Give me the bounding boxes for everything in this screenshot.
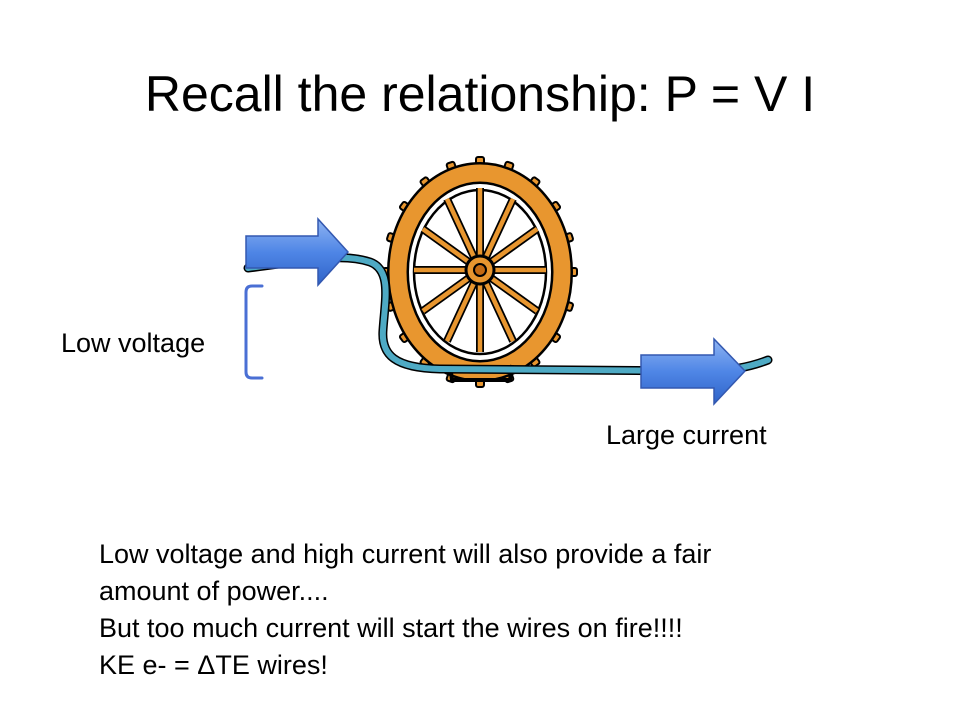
large-current-label: Large current bbox=[606, 420, 767, 450]
water-wheel-icon bbox=[382, 156, 578, 388]
slide-title: Recall the relationship: P = V I bbox=[144, 66, 816, 122]
right-arrow-icon bbox=[245, 217, 350, 287]
body-line: Low voltage and high current will also p… bbox=[99, 539, 712, 569]
body-line: But too much current will start the wire… bbox=[99, 613, 683, 643]
body-line: amount of power.... bbox=[99, 576, 329, 606]
bracket-icon bbox=[244, 284, 264, 380]
low-voltage-label: Low voltage bbox=[61, 328, 206, 358]
body-text: Low voltage and high current will also p… bbox=[99, 536, 899, 684]
right-arrow-icon bbox=[640, 337, 747, 406]
body-line: KE e- = ΔTE wires! bbox=[99, 650, 328, 680]
